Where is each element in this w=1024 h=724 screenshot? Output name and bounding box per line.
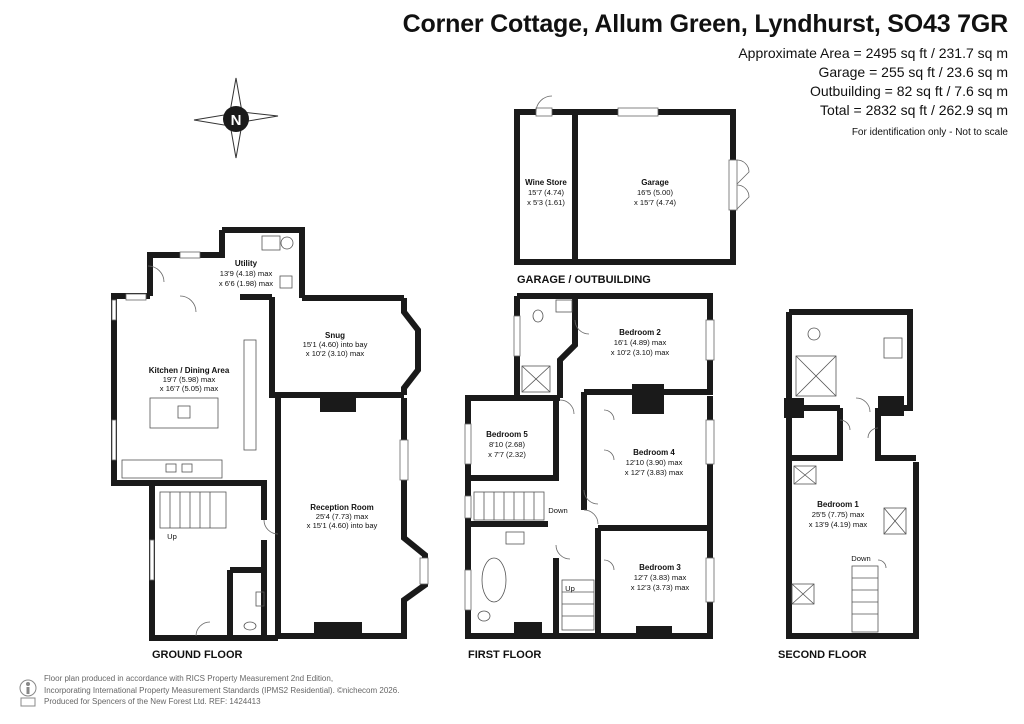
footer-line-2: Incorporating International Property Mea… [44,685,400,695]
ground-floor-plan: Utility 13'9 (4.18) max x 6'6 (1.98) max… [111,227,429,661]
reception-dim-2: x 15'1 (4.60) into bay [307,521,378,530]
bedroom4-name: Bedroom 4 [633,448,675,457]
wine-store-dim-1: 15'7 (4.74) [528,188,565,197]
bedroom4-dim-2: x 12'7 (3.83) max [625,468,684,477]
garage-dim-1: 16'5 (5.00) [637,188,674,197]
first-stairs-up: Up [565,584,575,593]
reception-name: Reception Room [310,503,374,512]
garage-outbuilding-plan: Wine Store 15'7 (4.74) x 5'3 (1.61) Gara… [514,95,750,286]
garage-name: Garage [641,178,669,187]
second-floor-plan: Bedroom 1 25'5 (7.75) max x 13'9 (4.19) … [778,309,919,661]
bedroom3-name: Bedroom 3 [639,563,681,572]
wine-store-name: Wine Store [525,178,567,187]
utility-dim-2: x 6'6 (1.98) max [219,279,273,288]
second-floor-label: SECOND FLOOR [778,649,867,661]
bedroom1-dim-2: x 13'9 (4.19) max [809,520,868,529]
utility-name: Utility [235,259,258,268]
bedroom1-dim-1: 25'5 (7.75) max [812,510,865,519]
area-total: Total = 2832 sq ft / 262.9 sq m [820,102,1008,118]
snug-name: Snug [325,331,345,340]
ground-floor-label: GROUND FLOOR [152,649,242,661]
first-stairs-down: Down [548,506,567,515]
area-approximate: Approximate Area = 2495 sq ft / 231.7 sq… [738,45,1008,61]
compass-icon: N [193,77,279,159]
area-outbuilding: Outbuilding = 82 sq ft / 7.6 sq m [809,83,1008,99]
garage-dim-2: x 15'7 (4.74) [634,198,676,207]
ipms-person-icon [19,679,37,707]
bedroom5-dim-1: 8'10 (2.68) [489,440,526,449]
utility-dim-1: 13'9 (4.18) max [220,269,273,278]
ground-stairs-up: Up [167,532,177,541]
first-floor-plan: Bedroom 2 16'1 (4.89) max x 10'2 (3.10) … [464,293,715,661]
reception-dim-1: 25'4 (7.73) max [316,512,369,521]
bedroom3-dim-1: 12'7 (3.83) max [634,573,687,582]
kitchen-dim-2: x 16'7 (5.05) max [160,384,219,393]
kitchen-name: Kitchen / Dining Area [149,366,230,375]
compass-north-label: N [231,112,242,129]
scale-note: For identification only - Not to scale [851,127,1008,138]
snug-dim-1: 15'1 (4.60) into bay [303,340,368,349]
bedroom2-dim-1: 16'1 (4.89) max [614,338,667,347]
bedroom5-dim-2: x 7'7 (2.32) [488,450,526,459]
area-summary: Approximate Area = 2495 sq ft / 231.7 sq… [738,44,1008,142]
kitchen-dim-1: 19'7 (5.98) max [163,375,216,384]
footer-line-3: Produced for Spencers of the New Forest … [44,697,261,706]
second-stairs-down: Down [851,554,870,563]
area-garage: Garage = 255 sq ft / 23.6 sq m [818,64,1009,80]
footer-notes: Floor plan produced in accordance with R… [44,673,399,708]
garage-floor-label: GARAGE / OUTBUILDING [517,274,651,286]
bedroom1-name: Bedroom 1 [817,500,859,509]
property-title: Corner Cottage, Allum Green, Lyndhurst, … [402,10,1009,38]
snug-dim-2: x 10'2 (3.10) max [306,349,365,358]
first-floor-label: FIRST FLOOR [468,649,541,661]
wine-store-dim-2: x 5'3 (1.61) [527,198,565,207]
bedroom3-dim-2: x 12'3 (3.73) max [631,583,690,592]
footer-line-1: Floor plan produced in accordance with R… [44,674,334,683]
bedroom4-dim-1: 12'10 (3.90) max [626,458,683,467]
bedroom2-name: Bedroom 2 [619,328,661,337]
bedroom2-dim-2: x 10'2 (3.10) max [611,348,670,357]
bedroom5-name: Bedroom 5 [486,430,528,439]
